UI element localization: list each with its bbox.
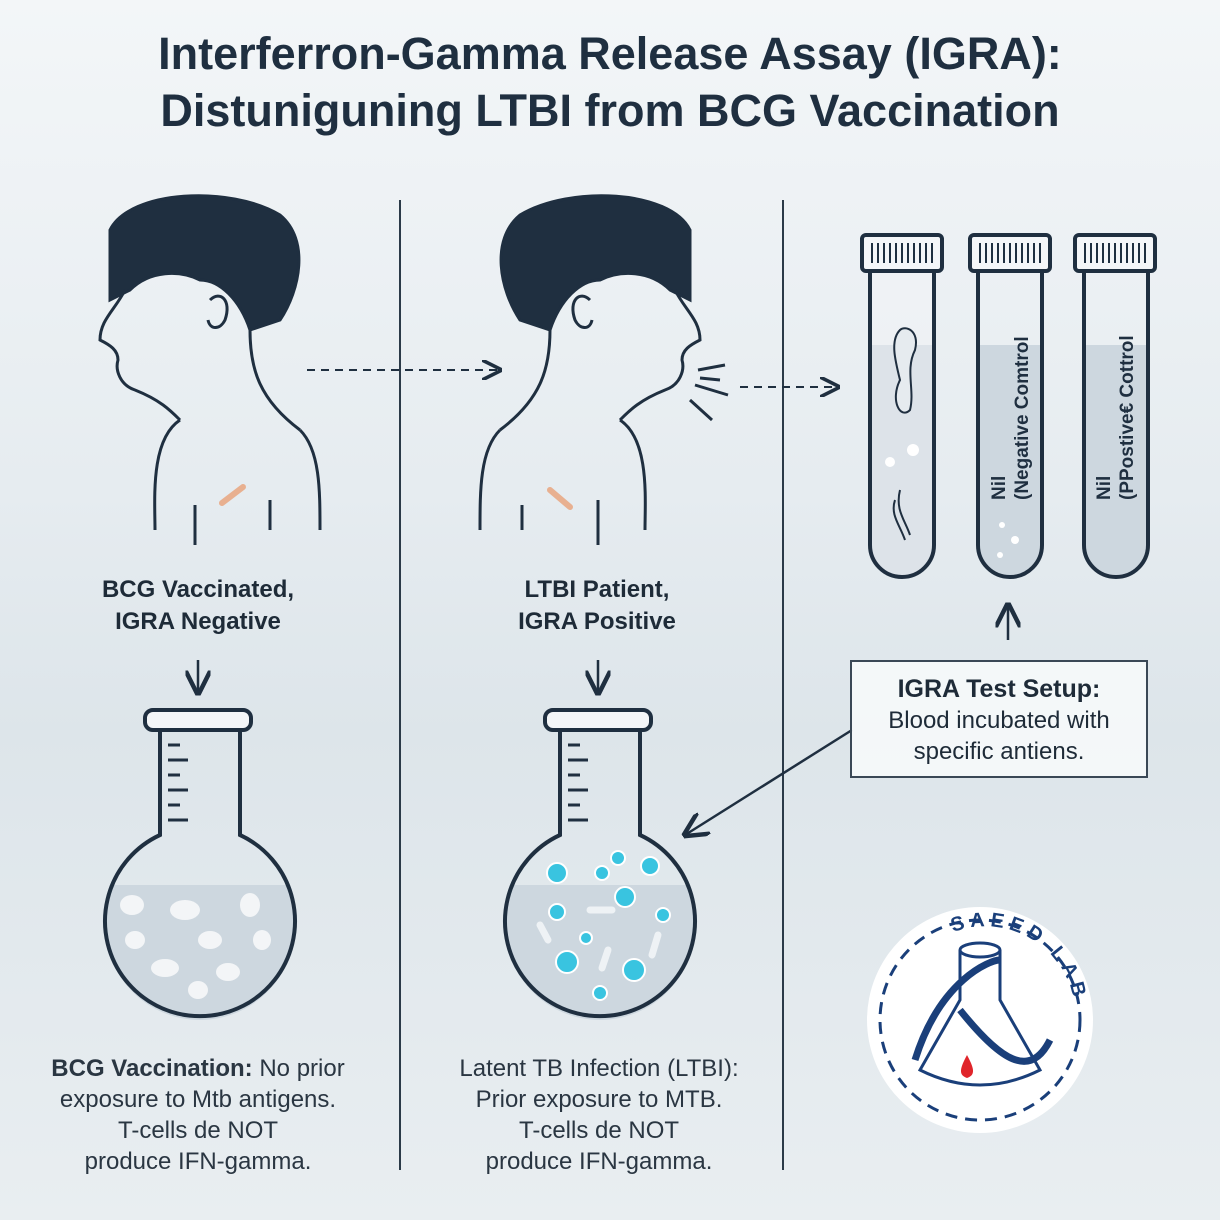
desc-line: T-cells de NOT — [518, 1117, 680, 1144]
pointer-arrow-icon — [685, 728, 853, 835]
saeed-lab-logo: SAEED LAB — [867, 907, 1093, 1133]
desc-line: BCG Vaccination: No prior — [51, 1055, 345, 1082]
desc-line: produce IFN-gamma. — [485, 1148, 713, 1175]
desc-line: T-cells de NOT — [117, 1117, 279, 1144]
ltbi-description: Latent TB Infection (LTBI): Prior exposu… — [409, 1053, 789, 1177]
tube-label-positive-control: (PPostive€ Cottrol — [1117, 335, 1138, 500]
setup-line: Blood incubated with — [888, 707, 1110, 734]
tube-label-nil: Nil — [989, 476, 1010, 500]
column-divider — [782, 200, 784, 1170]
ltbi-label-line1: LTBI Patient, — [524, 576, 670, 603]
title-line-2: Distuniguning LTBI from BCG Vaccination — [160, 85, 1060, 136]
desc-line: produce IFN-gamma. — [84, 1148, 312, 1175]
flask-negative-icon — [103, 708, 297, 1020]
tube-label-nil: Nil — [1094, 476, 1115, 500]
desc-bold: BCG Vaccination: — [51, 1055, 253, 1082]
bcg-label-line2: IGRA Negative — [115, 608, 281, 635]
column-divider — [399, 200, 401, 1170]
ltbi-label: LTBI Patient, IGRA Positive — [437, 574, 757, 638]
title-line-1: Interferron-Gamma Release Assay (IGRA): — [158, 28, 1062, 79]
test-tube-antigen-icon — [860, 233, 944, 579]
test-tube-positive-control-icon — [1073, 233, 1157, 579]
setup-line: specific antiens. — [913, 738, 1085, 765]
igra-setup-box: IGRA Test Setup: Blood incubated with sp… — [850, 660, 1148, 778]
ltbi-patient-icon — [478, 194, 729, 545]
setup-title: IGRA Test Setup: — [897, 675, 1101, 703]
desc-line: Latent TB Infection (LTBI): — [459, 1055, 739, 1082]
ltbi-label-line2: IGRA Positive — [518, 608, 676, 635]
flask-positive-icon — [503, 708, 697, 1020]
desc-line: exposure to Mtb antigens. — [59, 1086, 337, 1113]
desc-line: Prior exposure to MTB. — [475, 1086, 723, 1113]
tube-label-negative-control: (Negative Comtrol — [1012, 336, 1033, 500]
cough-lines-icon — [688, 363, 729, 422]
bcg-vaccinated-person-icon — [98, 194, 322, 545]
test-tube-negative-control-icon — [968, 233, 1052, 579]
bcg-label-line1: BCG Vaccinated, — [101, 576, 295, 603]
bcg-description: BCG Vaccination: No prior exposure to Mt… — [8, 1053, 388, 1177]
bcg-label: BCG Vaccinated, IGRA Negative — [38, 574, 358, 638]
